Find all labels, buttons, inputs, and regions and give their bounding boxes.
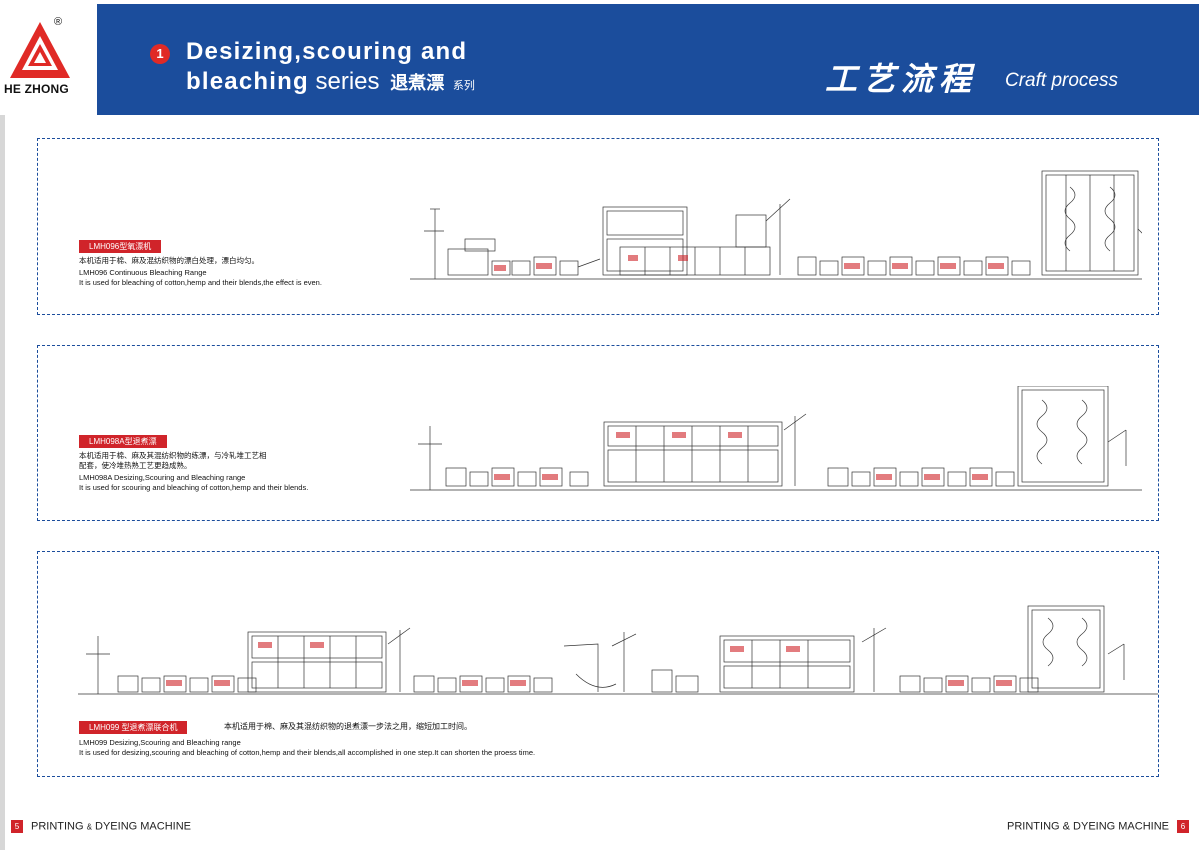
page-number-right: 6 [1177,820,1189,833]
page-gutter [0,115,5,850]
machine-description: LMH099 Desizing,Scouring and Bleaching r… [79,738,535,758]
craft-process-en: Craft process [1005,70,1118,91]
title-line-1: Desizing,scouring and [186,38,468,65]
title-line-2: bleaching series 退煮漂 系列 [186,68,475,96]
machine-tag: LMH099 型退煮漂联合机 [79,721,188,734]
page-number-left: 5 [11,820,23,833]
machine-description: 本机适用于棉、麻及混纺织物的漂白处理，漂白均匀。 LMH096 Continuo… [79,256,322,288]
desc-cn-line: 配套，使冷堆热熟工艺更趋成熟。 [79,461,192,470]
machine-panel-lmh098a: LMH098A型退煮漂 本机适用于棉、麻及其混纺织物的练漂，与冷轧堆工艺相 配套… [37,345,1159,521]
machine-name-en: LMH096 Continuous Bleaching Range [79,268,207,277]
desc-en-line: It is used for bleaching of cotton,hemp … [79,278,322,287]
title-cn-suffix: 系列 [452,80,475,92]
craft-process-cn: 工艺流程 [825,61,978,97]
machine-tag: LMH098A型退煮漂 [79,435,167,448]
machine-panel-lmh096: LMH096型氧漂机 本机适用于棉、麻及混纺织物的漂白处理，漂白均匀。 LMH0… [37,138,1159,315]
section-number-badge: 1 [150,44,170,64]
machine-tag: LMH096型氧漂机 [79,240,162,253]
footer-left-text-a: PRINTING [31,820,84,833]
machine-name-en: LMH099 Desizing,Scouring and Bleaching r… [79,738,241,747]
header-band: 1 Desizing,scouring and bleaching series… [97,4,1199,115]
machine-line-drawing-lmh099 [78,605,1158,695]
brand-name: HE ZHONG [4,82,69,96]
title-cn: 退煮漂 [390,73,445,93]
desc-cn-line: 本机适用于棉、麻及其混纺织物的练漂，与冷轧堆工艺相 [79,451,267,460]
machine-panel-lmh099: LMH099 型退煮漂联合机 本机适用于棉、麻及其混纺织物的退煮漂一步法之用，缩… [37,551,1159,777]
desc-cn-line: 本机适用于棉、麻及混纺织物的漂白处理，漂白均匀。 [79,256,259,265]
footer-left-text-b: DYEING MACHINE [95,820,191,833]
registered-mark: ® [54,16,63,28]
desc-en-line: It is used for desizing,scouring and ble… [79,748,536,757]
triangle-logo-icon [10,22,70,78]
footer-right-text: PRINTING & DYEING MACHINE [1007,820,1169,833]
machine-name-en: LMH098A Desizing,Scouring and Bleaching … [79,473,246,482]
footer-left: 5 PRINTING & DYEING MACHINE [11,820,191,833]
title-bold-word: bleaching [186,68,309,95]
machine-line-drawing-lmh098a [410,386,1142,491]
machine-description: 本机适用于棉、麻及其混纺织物的练漂，与冷轧堆工艺相 配套，使冷堆热熟工艺更趋成熟… [79,451,308,493]
machine-line-drawing-lmh096 [410,170,1142,280]
company-logo: ® HE ZHONG [2,14,94,104]
desc-en-line: It is used for scouring and bleaching of… [79,483,309,492]
title-rest: series [315,68,380,95]
footer-left-amp: & [86,822,92,832]
desc-cn-line: 本机适用于棉、麻及其混纺织物的退煮漂一步法之用，缩短加工时间。 [224,722,472,731]
footer-right: PRINTING & DYEING MACHINE 6 [1007,820,1189,833]
